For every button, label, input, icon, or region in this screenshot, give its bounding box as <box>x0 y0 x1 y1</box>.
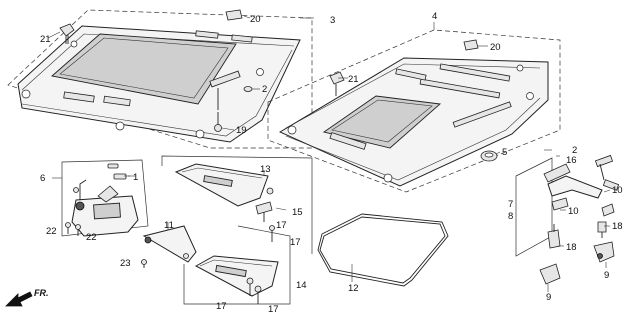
part-label-18-left: 18 <box>566 242 577 253</box>
part-label-2-left: 2 <box>262 84 267 95</box>
part-label-21-right: 21 <box>348 74 359 85</box>
sunroof-seal-12 <box>317 213 449 287</box>
front-direction-arrow: FR. <box>5 288 49 307</box>
grommet-5 <box>480 150 498 162</box>
part-label-16: 16 <box>566 155 577 166</box>
clip-21-left <box>47 23 75 44</box>
clip-20-top <box>225 9 251 21</box>
part-label-7: 7 <box>508 199 513 210</box>
clip-2-screw-19 <box>214 86 260 132</box>
part-label-9-right: 9 <box>604 270 609 281</box>
sun-visor-assembly-6 <box>61 159 149 237</box>
screw-23 <box>141 259 147 268</box>
part-label-11: 11 <box>164 220 174 231</box>
part-label-8: 8 <box>508 211 513 222</box>
sun-visor-13 <box>161 155 313 254</box>
headliner-assembly-3 <box>7 9 313 149</box>
part-label-20-left: 20 <box>250 14 261 25</box>
part-label-12: 12 <box>348 283 359 294</box>
visor-holder-11 <box>142 225 197 263</box>
part-label-22-left: 22 <box>46 226 57 237</box>
part-label-17-bottom-left: 17 <box>216 301 227 312</box>
part-label-9-bottom: 9 <box>546 292 551 303</box>
part-label-14: 14 <box>296 280 307 291</box>
part-label-22-right: 22 <box>86 232 97 243</box>
part-label-2-right: 2 <box>572 145 577 156</box>
grab-handle-assembly-7-8 <box>515 154 620 285</box>
part-number-labels: 1 2 2 3 4 5 6 7 8 9 9 10 10 11 12 13 14 … <box>40 11 623 315</box>
screws-22 <box>65 222 81 236</box>
part-label-4: 4 <box>432 11 437 22</box>
part-label-17-bottom-right: 17 <box>268 304 279 315</box>
part-label-20-right: 20 <box>490 42 501 53</box>
sun-visor-14 <box>183 225 291 305</box>
part-label-19: 19 <box>236 125 247 136</box>
leader-lines <box>52 17 611 292</box>
part-label-10-lower: 10 <box>568 206 579 217</box>
part-label-18-right: 18 <box>612 221 623 232</box>
part-label-10-upper: 10 <box>612 185 623 196</box>
clip-20-right <box>463 39 479 51</box>
front-direction-label: FR. <box>34 288 49 298</box>
part-label-17-mid: 17 <box>290 237 301 248</box>
part-label-21-left: 21 <box>40 34 51 45</box>
clip-21-right <box>329 71 345 96</box>
part-label-17-upper: 17 <box>276 220 287 231</box>
part-label-23: 23 <box>120 258 131 269</box>
headliner-assembly-4 <box>267 29 561 193</box>
part-label-5: 5 <box>502 147 507 158</box>
part-label-6: 6 <box>40 173 45 184</box>
part-label-3: 3 <box>330 15 335 26</box>
part-label-13: 13 <box>260 164 271 175</box>
part-label-15: 15 <box>292 207 303 218</box>
part-label-1: 1 <box>133 172 138 183</box>
